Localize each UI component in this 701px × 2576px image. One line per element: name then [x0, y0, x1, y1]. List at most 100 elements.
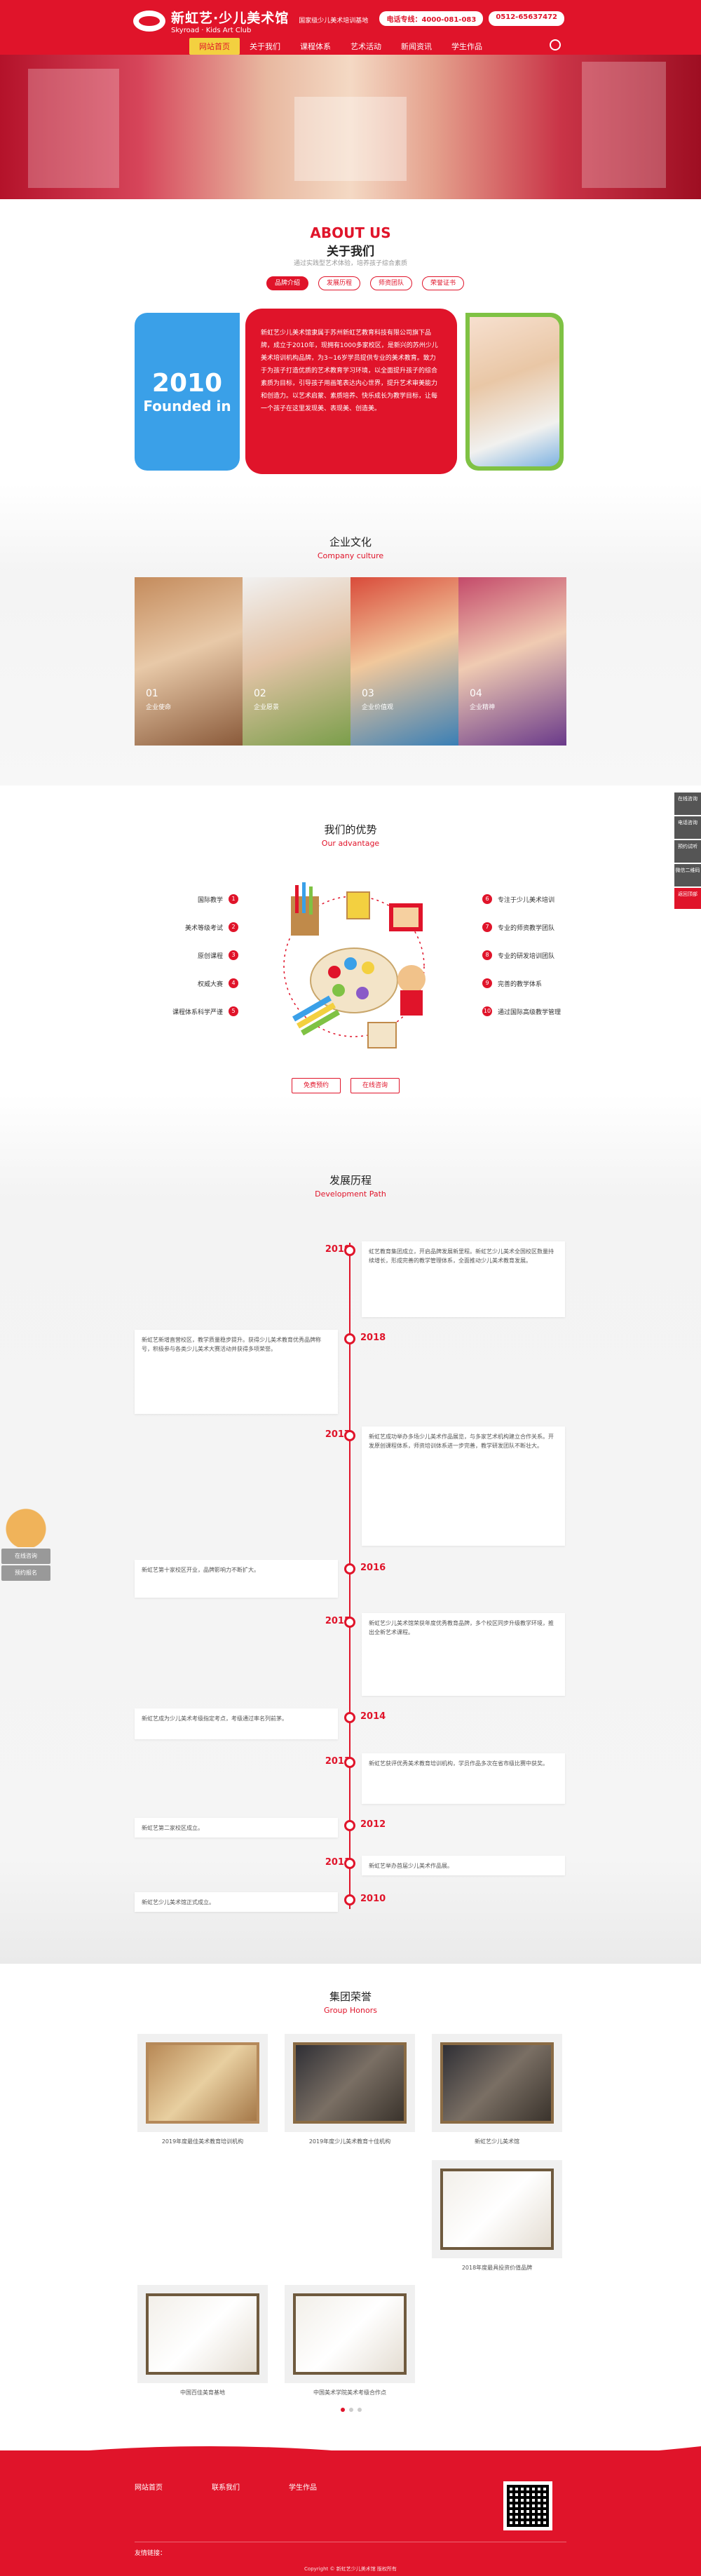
hotline-1[interactable]: 电话专线：4000-081-083: [379, 11, 484, 26]
advantage-item-text: 国际教学: [197, 896, 223, 904]
honors-pagination: [341, 2408, 362, 2412]
nav-home[interactable]: 网站首页: [189, 38, 240, 55]
left-signup-button[interactable]: 预约报名: [1, 1565, 50, 1581]
culture-card-label: 企业使命: [146, 704, 172, 711]
timeline-entry: 新虹艺获评优秀美术教育培训机构，学员作品多次在省市级比赛中获奖。: [362, 1753, 565, 1804]
side-wechat-button[interactable]: 微信二维码: [674, 864, 701, 886]
timeline-axis: [349, 1243, 350, 1909]
culture-card[interactable]: 02 企业愿景: [243, 577, 350, 746]
advantage-item-number: 5: [229, 1006, 238, 1016]
honor-card[interactable]: 2018年度最具投资价值品牌: [432, 2160, 562, 2272]
banner-corridor: [294, 97, 407, 181]
footer-nav-works[interactable]: 学生作品: [289, 2484, 317, 2492]
logo[interactable]: 新虹艺·少儿美术馆 Skyroad · Kids Art Club 国家级少儿美…: [133, 6, 368, 36]
nav-about[interactable]: 关于我们: [250, 42, 280, 51]
site-header: 新虹艺·少儿美术馆 Skyroad · Kids Art Club 国家级少儿美…: [0, 0, 701, 55]
side-consult-button[interactable]: 在线咨询: [674, 793, 701, 815]
certificate-plaque-icon: [440, 2042, 554, 2124]
certificate-plaque-icon: [146, 2293, 259, 2375]
nav-news[interactable]: 新闻资讯: [401, 42, 432, 51]
child-painting-photo: [470, 317, 559, 466]
culture-title-en: Company culture: [317, 551, 384, 560]
nav-courses[interactable]: 课程体系: [300, 42, 331, 51]
search-icon[interactable]: [550, 39, 561, 50]
pagination-dot[interactable]: [341, 2408, 345, 2412]
tab-honors[interactable]: 荣誉证书: [422, 276, 464, 290]
timeline-entry: 虹艺教育集团成立，开启品牌发展新里程。新虹艺少儿美术全国校区数量持续增长，形成完…: [362, 1241, 565, 1317]
culture-card-number: 02: [254, 688, 266, 699]
timeline-year: 2017: [325, 1429, 350, 1440]
advantage-item-text: 权威大赛: [197, 980, 223, 988]
nav-works[interactable]: 学生作品: [451, 42, 482, 51]
advantage-item-text: 美术等级考试: [184, 924, 223, 932]
culture-card[interactable]: 01 企业使命: [135, 577, 243, 746]
footer-nav-contact[interactable]: 联系我们: [212, 2484, 240, 2492]
honor-caption: 新虹艺少儿美术馆: [475, 2138, 519, 2145]
timeline-dot-icon: [344, 1563, 355, 1574]
timeline-dot-icon: [344, 1430, 355, 1441]
culture-title-cn: 企业文化: [329, 536, 372, 548]
pagination-dot[interactable]: [358, 2408, 362, 2412]
timeline-dot-icon: [344, 1333, 355, 1344]
timeline-entry: 新虹艺少儿美术馆荣获年度优秀教育品牌，多个校区同步升级教学环境，推出全新艺术课程…: [362, 1613, 565, 1696]
art-supplies-illustration: [249, 875, 459, 1058]
timeline-dot-icon: [344, 1757, 355, 1768]
nav-activities[interactable]: 艺术活动: [350, 42, 381, 51]
logo-badge-icon: [133, 11, 165, 32]
tab-history[interactable]: 发展历程: [318, 276, 360, 290]
culture-card-number: 04: [470, 688, 482, 699]
timeline-entry: 新虹艺少儿美术馆正式成立。: [135, 1892, 338, 1912]
culture-card-label: 企业愿景: [254, 704, 280, 711]
culture-cards: 01 企业使命 02 企业愿景 03 企业价值观 04 企业精神: [135, 577, 566, 746]
advantage-item-number: 4: [229, 978, 238, 988]
honor-caption: 中国美术学院美术考级合作点: [313, 2389, 386, 2396]
advantage-item-number: 7: [482, 922, 492, 932]
logo-slogan: 国家级少儿美术培训基地: [299, 18, 369, 25]
pagination-dot[interactable]: [349, 2408, 353, 2412]
side-phone-button[interactable]: 电话咨询: [674, 816, 701, 839]
honor-card[interactable]: 2019年度最佳美术教育培训机构: [137, 2034, 268, 2145]
left-consult-button[interactable]: 在线咨询: [1, 1549, 50, 1564]
culture-card-label: 企业精神: [470, 704, 496, 711]
side-booking-button[interactable]: 预约试听: [674, 840, 701, 863]
founded-year-box: 2010 Founded in: [135, 313, 240, 471]
back-to-top-button[interactable]: 返回顶部: [674, 888, 701, 909]
timeline-entry: 新虹艺第十家校区开业，品牌影响力不断扩大。: [135, 1560, 338, 1598]
advantage-item-number: 8: [482, 950, 492, 960]
honor-card[interactable]: 新虹艺少儿美术馆: [432, 2034, 562, 2145]
footer-nav: 网站首页 联系我们 学生作品: [135, 2481, 317, 2492]
honor-card[interactable]: 中国百佳美育基地: [137, 2285, 268, 2396]
honor-card[interactable]: 中国美术学院美术考级合作点: [285, 2285, 415, 2396]
about-subtitle: 通过实践型艺术体验，培养孩子综合素质: [293, 260, 407, 267]
hotline-2[interactable]: 0512-65637472: [489, 11, 564, 26]
timeline-dot-icon: [344, 1617, 355, 1628]
honor-card[interactable]: 2019年度少儿美术教育十佳机构: [285, 2034, 415, 2145]
advantage-item-text: 原创课程: [197, 952, 223, 960]
timeline-entry: 新虹艺新增直营校区，教学质量稳步提升。获得少儿美术教育优秀品牌称号，积极参与各类…: [135, 1330, 338, 1414]
right-float-bar: 在线咨询 电话咨询 预约试听 微信二维码 返回顶部: [674, 793, 701, 910]
online-consult-button[interactable]: 在线咨询: [350, 1078, 400, 1093]
footer-nav-home[interactable]: 网站首页: [135, 2484, 163, 2492]
tab-brand[interactable]: 品牌介绍: [266, 276, 308, 290]
advantage-item-text: 专业的研发培训团队: [498, 952, 555, 960]
advantage-item-number: 2: [229, 922, 238, 932]
about-title-en: ABOUT US: [310, 224, 391, 241]
timeline-dot-icon: [344, 1820, 355, 1831]
founded-label: Founded in: [143, 398, 231, 414]
timeline-year: 2011: [325, 1857, 350, 1868]
advantage-item-number: 1: [229, 894, 238, 904]
qr-code-icon: [507, 2485, 549, 2527]
about-tabs: 品牌介绍 发展历程 师资团队 荣誉证书: [266, 276, 464, 290]
certificate-plaque-icon: [293, 2293, 407, 2375]
timeline-dot-icon: [344, 1245, 355, 1256]
honors-title-cn: 集团荣誉: [329, 1990, 372, 2003]
culture-card[interactable]: 03 企业价值观: [350, 577, 458, 746]
tab-teachers[interactable]: 师资团队: [370, 276, 412, 290]
timeline-year: 2010: [360, 1894, 386, 1904]
free-booking-button[interactable]: 免费预约: [292, 1078, 341, 1093]
culture-card[interactable]: 04 企业精神: [458, 577, 566, 746]
certificate-plaque-icon: [146, 2042, 259, 2124]
timeline-year: 2016: [360, 1563, 386, 1573]
honor-caption: 2018年度最具投资价值品牌: [461, 2265, 533, 2271]
